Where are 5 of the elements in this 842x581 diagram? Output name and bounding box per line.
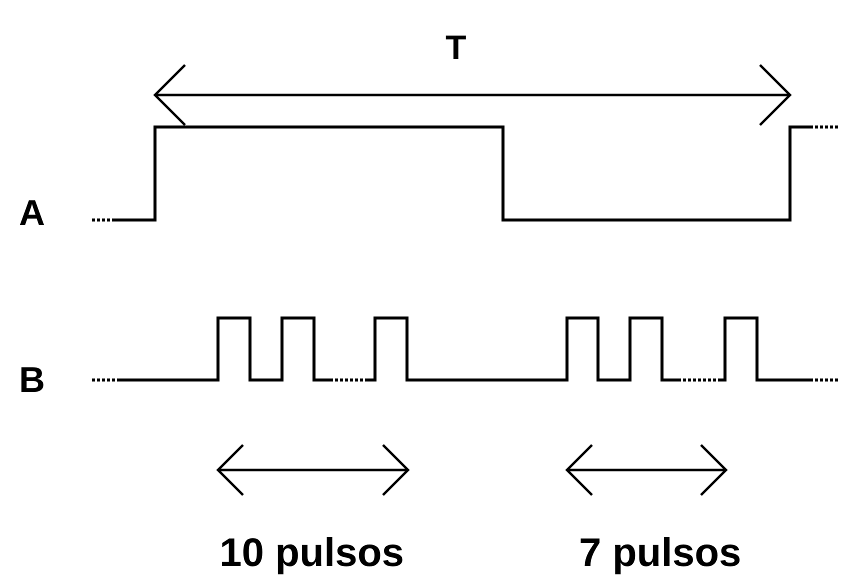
pulse-count-label: 7 pulsos (579, 533, 742, 573)
period-label: T (446, 31, 466, 65)
signal-label: B (19, 362, 45, 398)
signal-label: A (19, 195, 45, 231)
pulse-count-label: 10 pulsos (220, 533, 404, 573)
